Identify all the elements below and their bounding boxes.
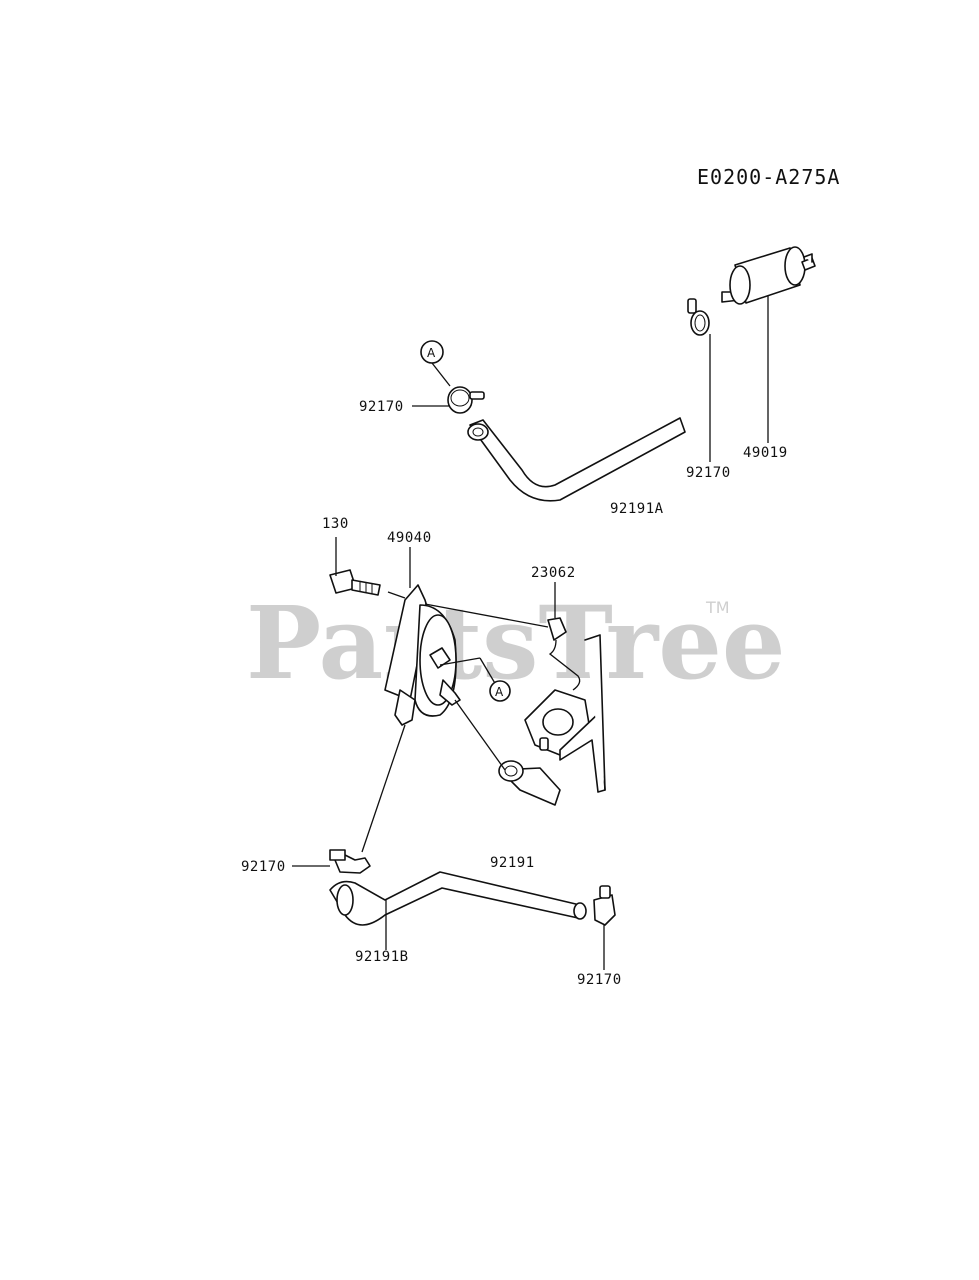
label-fuel-pump[interactable]: 49040 bbox=[387, 530, 432, 546]
label-hose-top[interactable]: 92191A bbox=[610, 501, 664, 517]
bracket-23062[interactable] bbox=[524, 617, 606, 793]
ref-marker-a-top: A bbox=[420, 340, 444, 364]
fuel-hose-92191a[interactable] bbox=[467, 417, 686, 502]
pump-outlet-hose[interactable] bbox=[498, 760, 561, 806]
label-clamp-top-left[interactable]: 92170 bbox=[359, 399, 404, 415]
hose-clamp-92170-top-left[interactable] bbox=[447, 386, 485, 414]
fuel-pump-49040[interactable] bbox=[384, 584, 461, 726]
label-hose-bottom[interactable]: 92191B bbox=[355, 949, 409, 965]
watermark: PartsTree bbox=[246, 584, 786, 702]
fuel-filter-49019[interactable] bbox=[721, 246, 816, 305]
label-bolt[interactable]: 130 bbox=[322, 516, 349, 532]
label-fuel-filter[interactable]: 49019 bbox=[743, 445, 788, 461]
bolt-130[interactable] bbox=[329, 569, 381, 596]
leader-lines bbox=[292, 296, 769, 970]
svg-text:A: A bbox=[495, 685, 504, 699]
label-clamp-bottom-right[interactable]: 92170 bbox=[577, 972, 622, 988]
watermark-trademark: TM bbox=[705, 598, 730, 617]
label-bracket[interactable]: 23062 bbox=[531, 565, 576, 581]
hose-clamp-92170-top-right[interactable] bbox=[687, 298, 710, 336]
ref-marker-a-pump: A bbox=[439, 657, 511, 702]
hose-clamp-92170-bottom-left[interactable] bbox=[329, 849, 371, 874]
svg-text:A: A bbox=[427, 346, 436, 360]
diagram-code: E0200-A275A bbox=[697, 165, 840, 189]
label-clamp-bottom-left[interactable]: 92170 bbox=[241, 859, 286, 875]
hose-clamp-92170-bottom-right[interactable] bbox=[593, 885, 616, 926]
label-clamp-top-right[interactable]: 92170 bbox=[686, 465, 731, 481]
fuel-hose-92191b[interactable] bbox=[329, 871, 587, 926]
label-hose-bottom-mid[interactable]: 92191 bbox=[490, 855, 535, 871]
